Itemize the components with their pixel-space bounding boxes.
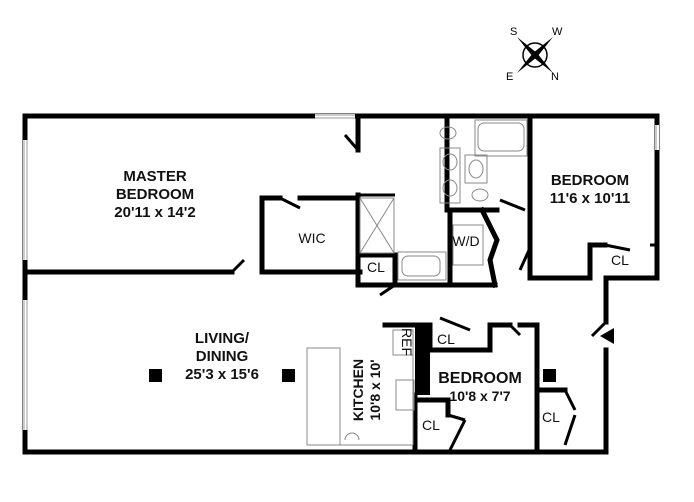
closet-label: CL (437, 331, 455, 347)
washer-dryer (452, 224, 484, 266)
closet-label: CL (611, 252, 629, 268)
fixtures (149, 119, 556, 446)
column (282, 369, 295, 382)
wic-label: WIC (298, 230, 325, 246)
interior-walls (22, 113, 657, 455)
exterior-walls (22, 113, 660, 455)
bathtub (397, 251, 447, 281)
kitchen-label: KITCHEN (350, 359, 366, 421)
kitchen-island (306, 347, 341, 446)
compass-e: E (506, 71, 513, 83)
master-label-2: BEDROOM (116, 186, 194, 203)
toilet (471, 188, 489, 202)
bathtub (474, 119, 528, 157)
master-label-1: MASTER (123, 168, 187, 185)
column (543, 369, 556, 382)
vanity (439, 147, 461, 204)
column (149, 369, 162, 382)
entry-arrow-icon (600, 328, 614, 344)
living-label-1: LIVING/ (195, 330, 250, 347)
living-label-2: DINING (196, 348, 249, 365)
compass-w: W (552, 26, 563, 38)
bedroom2-label: BEDROOM (438, 370, 522, 387)
master-dims: 20'11 x 14'2 (114, 204, 195, 221)
bedroom1-label: BEDROOM (551, 172, 629, 189)
closet-label: CL (367, 259, 385, 275)
kitchen-dims: 10'8 x 10' (367, 359, 383, 420)
bedroom2-dims: 10'8 x 7'7 (449, 388, 510, 404)
living-dims: 25'3 x 15'6 (185, 366, 259, 383)
stove (395, 379, 415, 411)
compass-n: N (551, 71, 559, 83)
ref-label: REF (399, 328, 415, 356)
closet-label: CL (542, 409, 560, 425)
bedroom1-dims: 11'6 x 10'11 (550, 190, 631, 207)
shower (359, 197, 395, 254)
closet-label: CL (422, 417, 440, 433)
compass-s: S (510, 26, 517, 38)
compass-icon: S W E N (506, 26, 563, 83)
wd-label: W/D (452, 233, 479, 249)
sink (344, 432, 360, 441)
toilet (439, 126, 457, 140)
